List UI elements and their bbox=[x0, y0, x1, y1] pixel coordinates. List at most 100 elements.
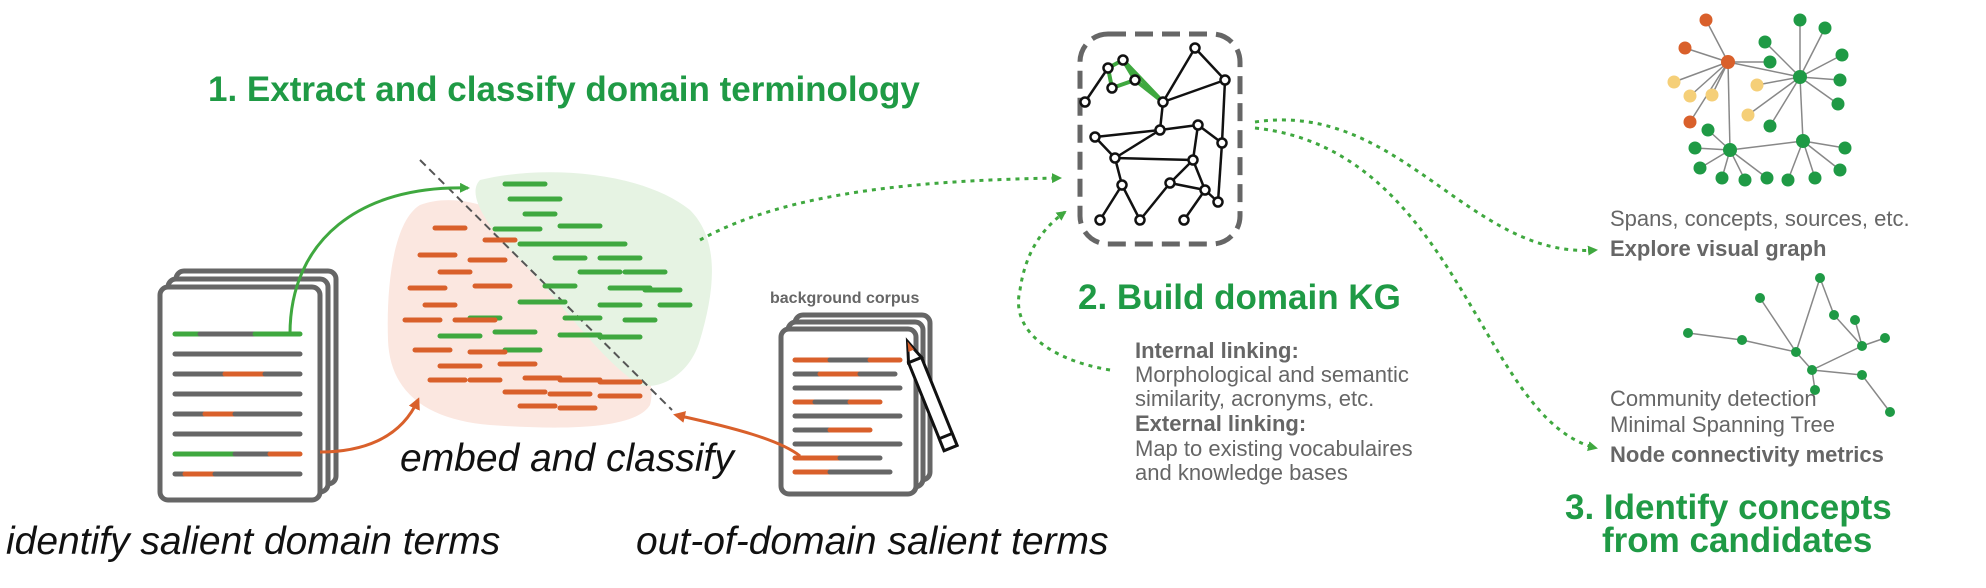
explore-node bbox=[1693, 161, 1707, 175]
explore-edge bbox=[1727, 61, 1731, 151]
kg-edge bbox=[1098, 184, 1124, 221]
tree-node bbox=[1829, 310, 1839, 320]
caption-identify-terms: identify salient domain terms bbox=[6, 520, 501, 563]
kg-node bbox=[1106, 82, 1118, 94]
spanning-tree-graph bbox=[1683, 273, 1895, 417]
kg-edge bbox=[1120, 184, 1142, 221]
explore-description: Spans, concepts, sources, etc. bbox=[1610, 206, 1910, 231]
kg-edge bbox=[1194, 47, 1226, 81]
kg-edge bbox=[1182, 189, 1207, 221]
explore-node bbox=[1667, 75, 1681, 89]
kg-node bbox=[1157, 96, 1169, 108]
explore-node bbox=[1699, 13, 1713, 27]
kg-edge bbox=[1114, 156, 1194, 162]
kg-edge bbox=[1159, 123, 1199, 132]
explore-node bbox=[1678, 41, 1692, 55]
kg-edge bbox=[1094, 128, 1161, 139]
kg-node bbox=[1116, 179, 1128, 191]
internal-linking-line-1: Morphological and semantic bbox=[1135, 362, 1409, 387]
explore-node bbox=[1818, 21, 1832, 35]
explore-node bbox=[1715, 171, 1729, 185]
kg-node bbox=[1094, 214, 1106, 226]
explore-edge bbox=[1802, 140, 1846, 149]
kg-edge bbox=[1216, 142, 1224, 203]
explore-node bbox=[1808, 171, 1822, 185]
caption-embed-classify: embed and classify bbox=[400, 437, 734, 480]
explore-node bbox=[1750, 78, 1764, 92]
tree-edge bbox=[1741, 339, 1797, 353]
kg-node bbox=[1164, 177, 1176, 189]
kg-node bbox=[1089, 131, 1101, 143]
explore-node bbox=[1688, 141, 1702, 155]
explore-edge bbox=[1802, 140, 1841, 171]
external-linking-heading: External linking: bbox=[1135, 411, 1307, 436]
kg-node bbox=[1134, 214, 1146, 226]
in-domain-blob bbox=[475, 172, 712, 386]
explore-edge bbox=[1769, 76, 1801, 127]
out-domain-arrow bbox=[673, 411, 801, 458]
tree-node bbox=[1810, 385, 1820, 395]
tree-node bbox=[1683, 328, 1693, 338]
metrics-heading: Node connectivity metrics bbox=[1610, 442, 1884, 467]
linking-feedback-arrow bbox=[1017, 210, 1111, 372]
tree-edge bbox=[1861, 374, 1891, 413]
explore-node bbox=[1758, 35, 1772, 49]
explore-edge bbox=[1799, 76, 1804, 142]
tree-edge bbox=[1819, 277, 1835, 316]
kg-node bbox=[1102, 62, 1114, 74]
explore-edge bbox=[1764, 41, 1801, 78]
corpus-label: background corpus bbox=[770, 290, 920, 307]
domain-kg-graph bbox=[1077, 31, 1243, 247]
embedding-space bbox=[387, 159, 712, 428]
explore-hub bbox=[1793, 70, 1807, 84]
to-metrics-arrow bbox=[1254, 126, 1598, 451]
explore-edge bbox=[1673, 61, 1729, 83]
explore-edge bbox=[1756, 76, 1801, 86]
caption-out-of-domain: out-of-domain salient terms bbox=[636, 520, 1109, 563]
tree-node bbox=[1880, 333, 1890, 343]
stage3-title-line-1: 3. Identify concepts bbox=[1565, 488, 1892, 527]
tree-node bbox=[1850, 315, 1860, 325]
kg-edge bbox=[1169, 181, 1206, 192]
explore-node bbox=[1760, 171, 1774, 185]
explore-node bbox=[1738, 173, 1752, 187]
explore-edge bbox=[1705, 19, 1729, 63]
explore-heading: Explore visual graph bbox=[1610, 236, 1827, 261]
internal-linking-heading: Internal linking: bbox=[1135, 338, 1299, 363]
tree-node bbox=[1885, 407, 1895, 417]
stage2-title: 2. Build domain KG bbox=[1078, 278, 1401, 317]
explore-node bbox=[1763, 55, 1777, 69]
kg-node bbox=[1189, 42, 1201, 54]
internal-linking-line-2: similarity, acronyms, etc. bbox=[1135, 386, 1375, 411]
explore-node bbox=[1781, 173, 1795, 187]
embed-arrow bbox=[319, 397, 420, 454]
explore-node bbox=[1835, 48, 1849, 62]
kg-edge bbox=[1139, 182, 1171, 221]
explore-node bbox=[1683, 115, 1697, 129]
metrics-line-2: Minimal Spanning Tree bbox=[1610, 412, 1836, 437]
tree-edge bbox=[1811, 369, 1863, 376]
tree-node bbox=[1857, 341, 1867, 351]
tree-edge bbox=[1811, 345, 1863, 371]
to-kg-arrow bbox=[699, 173, 1062, 242]
tree-node bbox=[1807, 365, 1817, 375]
kg-node bbox=[1129, 74, 1141, 86]
explore-edge bbox=[1799, 27, 1826, 78]
external-linking-line-2: and knowledge bases bbox=[1135, 460, 1348, 485]
explore-edge bbox=[1799, 76, 1839, 105]
kg-node bbox=[1117, 54, 1129, 66]
kg-node bbox=[1154, 124, 1166, 136]
explore-node bbox=[1833, 163, 1847, 177]
explore-hub bbox=[1796, 134, 1810, 148]
explore-edge bbox=[1729, 140, 1804, 151]
kg-node bbox=[1079, 96, 1091, 108]
kg-edge bbox=[1220, 79, 1227, 144]
metrics-line-1: Community detection bbox=[1610, 386, 1817, 411]
explore-edge bbox=[1729, 149, 1768, 179]
tree-node bbox=[1755, 293, 1765, 303]
explore-edge bbox=[1689, 61, 1729, 97]
background-corpus bbox=[778, 312, 960, 497]
tree-edge bbox=[1759, 297, 1797, 353]
kg-edge bbox=[1114, 128, 1161, 160]
tree-node bbox=[1815, 273, 1825, 283]
